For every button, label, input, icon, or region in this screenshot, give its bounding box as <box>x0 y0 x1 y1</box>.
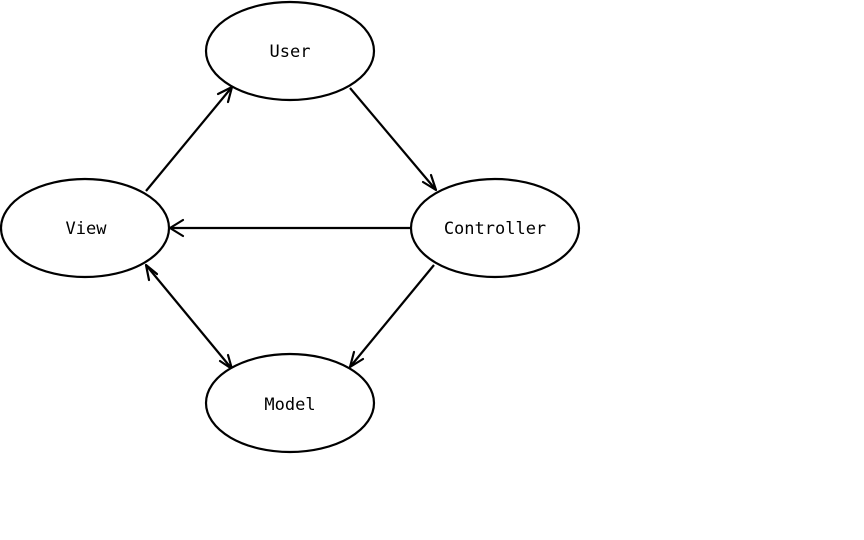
node-model: Model <box>204 352 376 454</box>
edge-view-model-bidirectional <box>144 263 234 371</box>
node-view-label: View <box>66 219 108 239</box>
edge-controller-to-view <box>168 218 412 238</box>
node-view: View <box>0 177 171 279</box>
node-model-label: Model <box>264 395 315 415</box>
edge-view-to-user <box>145 85 234 192</box>
edge-controller-to-model <box>348 264 435 369</box>
node-controller: Controller <box>409 177 581 279</box>
edge-user-to-controller <box>349 87 438 192</box>
node-controller-label: Controller <box>444 219 546 239</box>
node-user: User <box>204 0 376 102</box>
node-user-label: User <box>270 42 311 62</box>
edges <box>144 85 438 371</box>
